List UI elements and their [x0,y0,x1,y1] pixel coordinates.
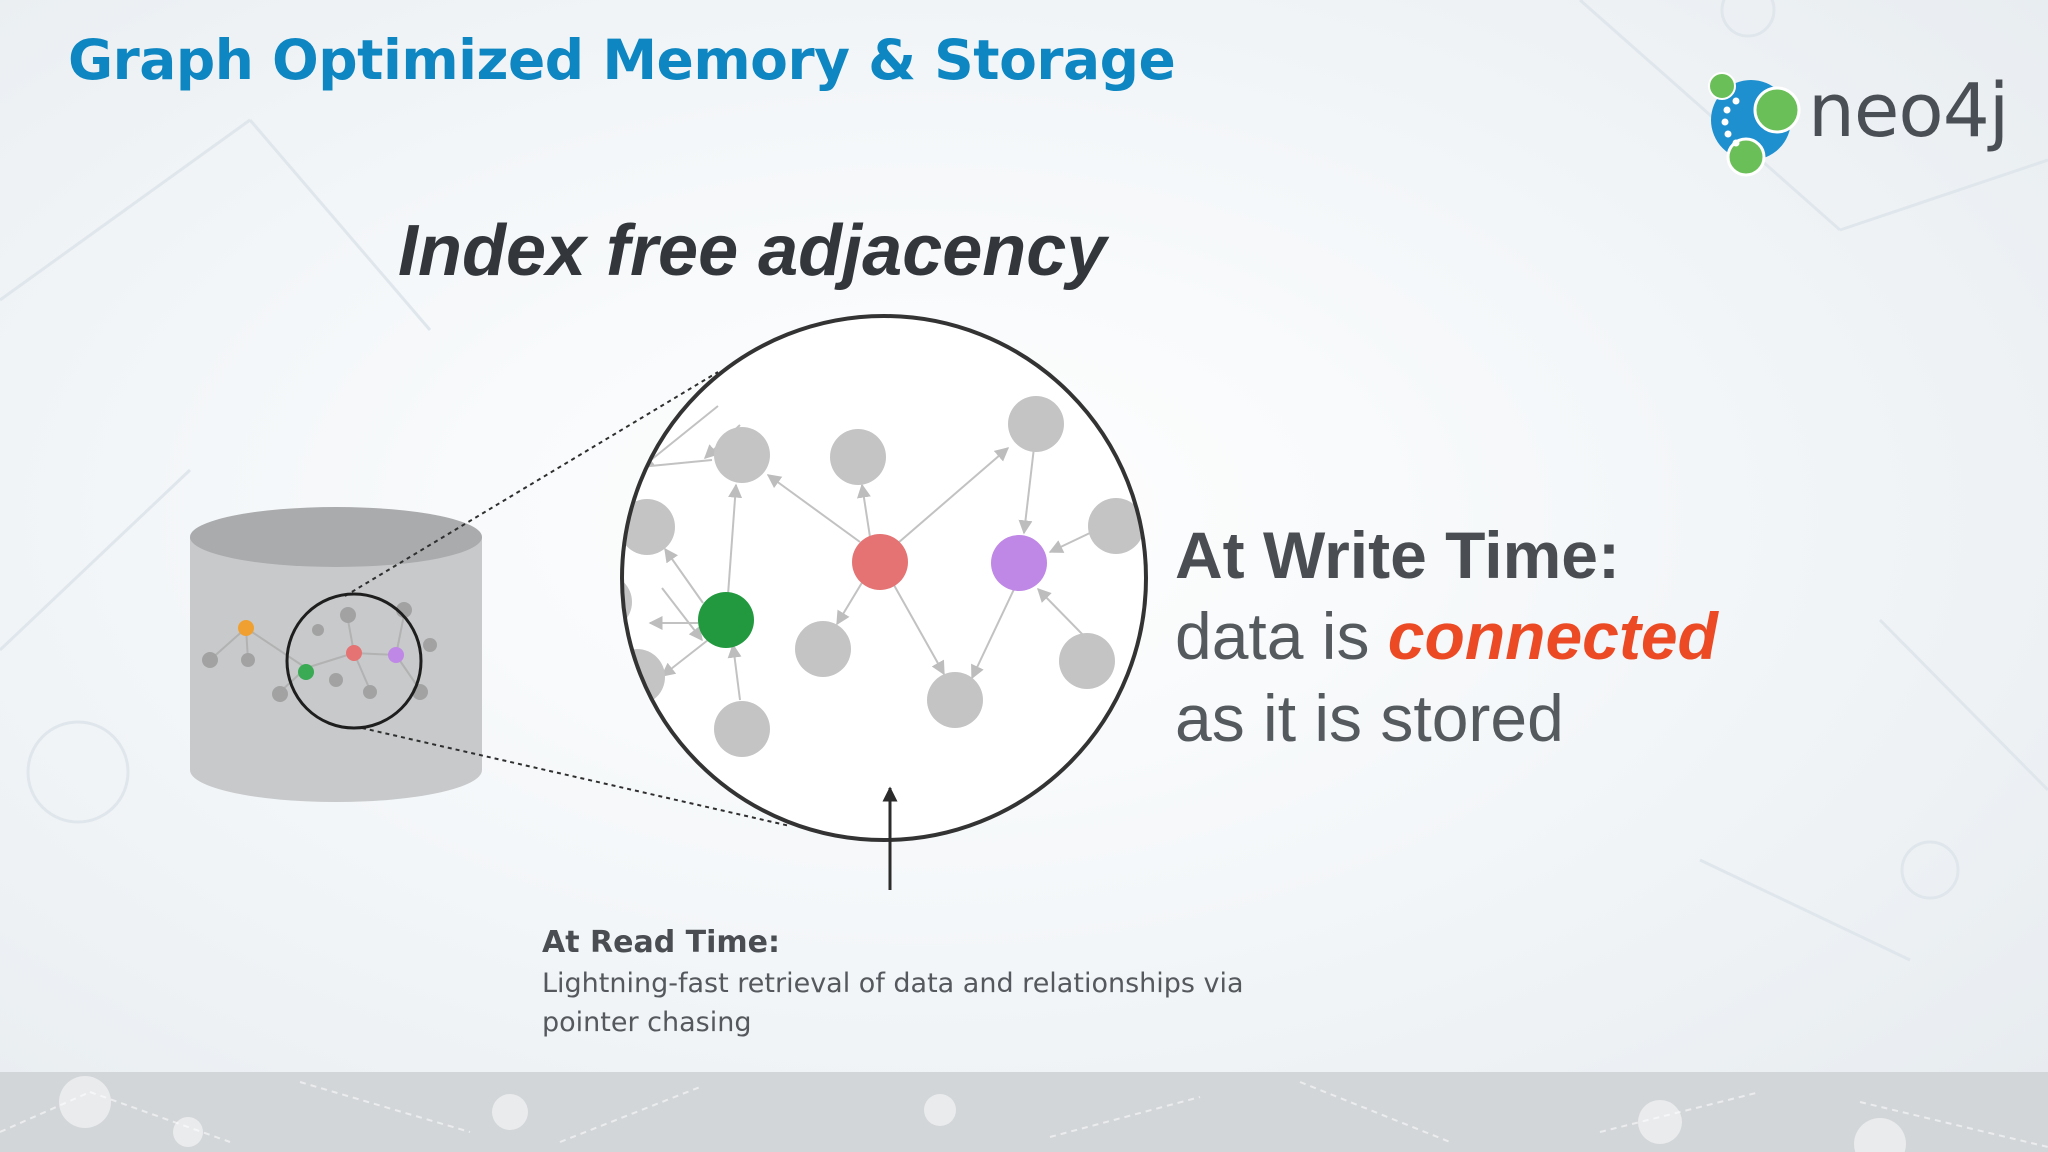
neo4j-logo-icon [1708,72,1801,177]
zoom-guide-lines [344,371,791,827]
magnified-circle-outline [620,314,1148,842]
green-node [698,592,754,648]
footer-network-pattern [0,1076,2048,1152]
read-time-block: At Read Time: Lightning-fast retrieval o… [542,922,1262,1042]
footer-band [0,1072,2048,1152]
red-node [852,534,908,590]
magnified-graph [622,396,1144,757]
write-time-emphasis: connected [1387,599,1718,673]
write-time-block: At Write Time: data is connected as it i… [1175,515,1718,759]
neo4j-logo-text: neo4j [1808,68,2009,154]
slide-title: Graph Optimized Memory & Storage [68,28,1176,92]
write-time-line2: as it is stored [1175,681,1564,755]
write-time-line1-prefix: data is [1175,599,1388,673]
read-time-body: Lightning-fast retrieval of data and rel… [542,968,1244,1038]
write-time-line1: data is connected [1175,595,1718,677]
database-cylinder [190,507,482,802]
read-time-heading: At Read Time: [542,925,780,960]
zoom-lens [285,592,423,730]
write-time-heading: At Write Time: [1175,518,1620,592]
slide-subtitle: Index free adjacency [398,211,1107,291]
purple-node [991,535,1047,591]
